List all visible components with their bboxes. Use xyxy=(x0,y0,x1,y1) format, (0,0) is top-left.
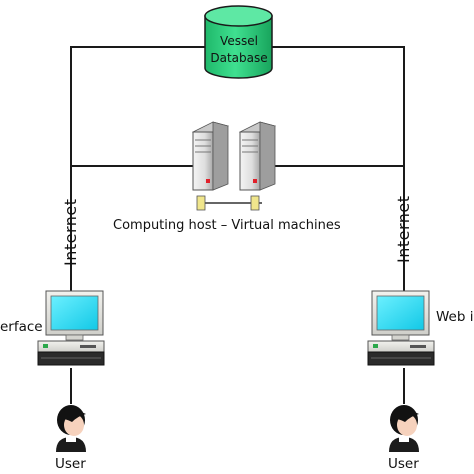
database-icon xyxy=(204,5,273,79)
internet-label-left: Internet xyxy=(61,198,80,266)
database-label-line2: Database xyxy=(210,51,268,65)
user-label-left: User xyxy=(55,456,86,472)
database-label-line1: Vessel xyxy=(220,34,258,48)
server-icon xyxy=(238,121,277,191)
interface-label-left: erface xyxy=(0,319,43,335)
user-icon xyxy=(56,405,86,452)
computer-icon xyxy=(37,290,105,366)
host-caption: Computing host – Virtual machines xyxy=(113,218,341,233)
internet-label-right: Internet xyxy=(394,195,413,263)
user-icon xyxy=(389,405,419,452)
server-interconnect xyxy=(196,195,262,211)
user-label-right: User xyxy=(388,456,419,472)
db-link-right xyxy=(272,46,405,292)
db-link-left xyxy=(70,46,205,292)
computer-icon xyxy=(367,290,435,366)
interface-label-right: Web i xyxy=(436,309,474,325)
server-icon xyxy=(191,121,230,191)
network-lines xyxy=(70,46,405,404)
